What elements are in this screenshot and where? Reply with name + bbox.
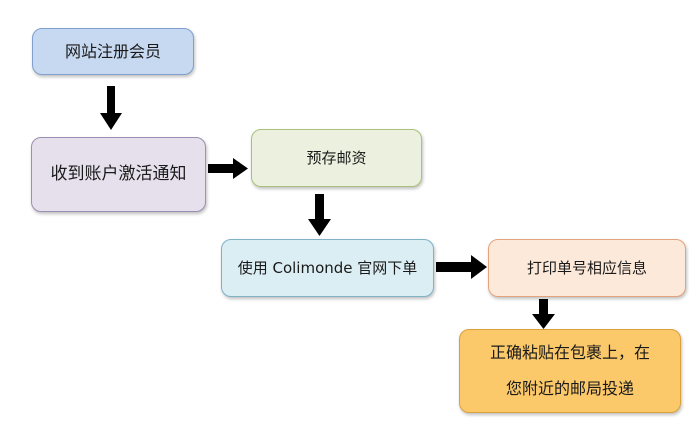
- step-print-tracking: 打印单号相应信息: [488, 239, 686, 297]
- arrow-activate-to-prepay: [208, 158, 248, 179]
- step-deliver-post-office: 正确粘贴在包裹上，在 您附近的邮局投递: [459, 329, 681, 413]
- step-receive-activation: 收到账户激活通知: [31, 137, 206, 212]
- arrow-order-to-print: [436, 255, 487, 279]
- arrow-prepay-to-order: [308, 194, 331, 236]
- arrow-print-to-deliver: [532, 299, 555, 329]
- step-place-order: 使用 Colimonde 官网下单: [221, 239, 434, 297]
- step-prepay-postage: 预存邮资: [251, 129, 422, 187]
- step-register-member: 网站注册会员: [32, 28, 194, 75]
- arrow-register-to-activate: [100, 86, 122, 130]
